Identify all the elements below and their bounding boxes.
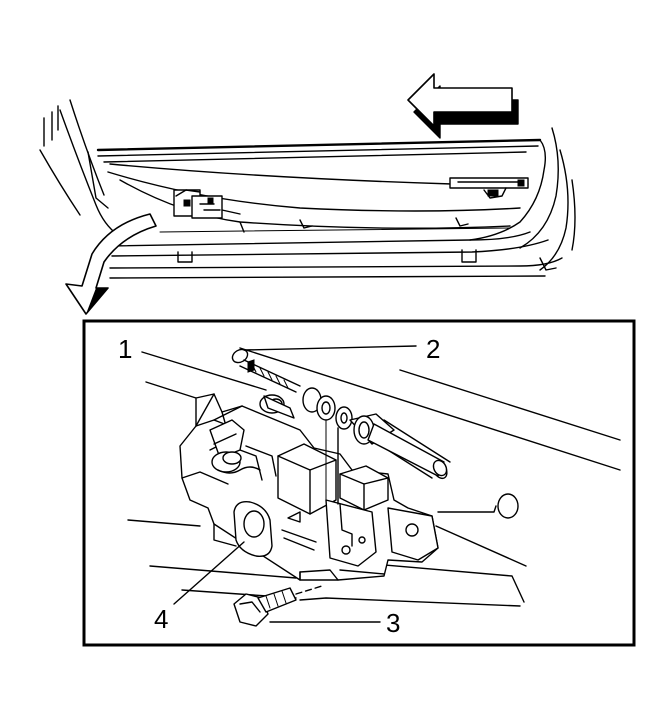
callout-1: 1 — [118, 334, 132, 364]
callout-4: 4 — [154, 604, 168, 634]
leader-lines — [141, 345, 417, 623]
door-mechanism-right — [449, 177, 529, 199]
latch-module-overview — [173, 189, 241, 219]
door-overview — [39, 99, 576, 279]
latch-housing — [179, 393, 439, 581]
curved-down-arrow-icon — [65, 213, 157, 315]
left-arrow-icon — [407, 73, 519, 139]
detail-frame — [82, 319, 636, 647]
rod-assembly — [231, 348, 448, 505]
callout-3: 3 — [386, 608, 400, 638]
latch-linkage — [209, 394, 295, 481]
bolt — [233, 585, 323, 627]
callout-2: 2 — [426, 334, 440, 364]
latch-detail — [127, 345, 621, 627]
